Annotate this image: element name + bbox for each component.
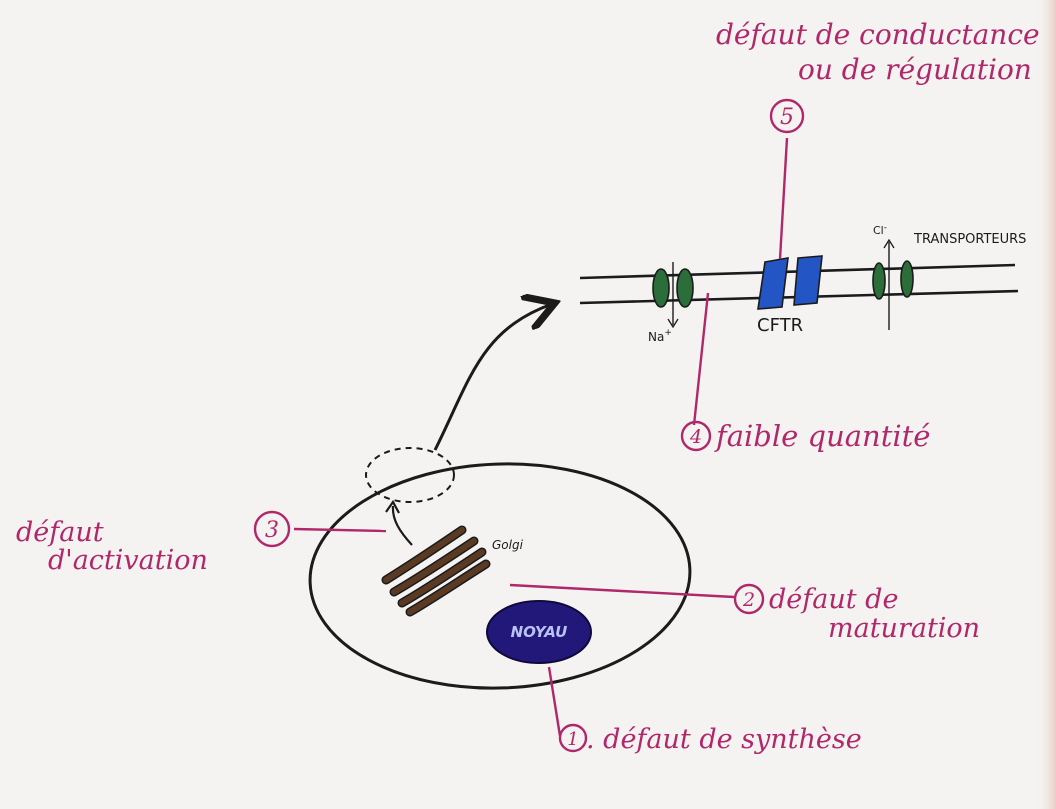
leader-2 <box>509 583 735 599</box>
step-2-number: 2 <box>742 589 755 611</box>
leader-1 <box>547 666 562 737</box>
step-4: 4 <box>680 420 712 452</box>
synthese-label: . défaut de synthèse <box>586 724 862 755</box>
leader-3 <box>293 527 387 533</box>
step-1-number: 1 <box>567 729 578 750</box>
nucleus <box>486 600 592 664</box>
step-5-number: 5 <box>780 105 794 130</box>
leader-lines <box>293 137 789 737</box>
step-2: 2 <box>733 583 765 615</box>
faible-quantite-label: faible quantité <box>714 419 930 453</box>
sodium-channel <box>652 262 694 329</box>
transport-arrow <box>433 304 552 451</box>
golgi-to-vesicle-arrowhead <box>385 499 400 514</box>
activation-label-line2: d'activation <box>48 545 208 576</box>
paper-edge <box>1036 0 1056 809</box>
cftr-channel <box>757 255 823 310</box>
golgi-apparatus <box>381 525 491 617</box>
sodium-label: Na+ <box>648 328 672 344</box>
step-3: 3 <box>253 510 291 548</box>
step-4-number: 4 <box>689 426 702 448</box>
transporteurs-label: TRANSPORTEURS <box>913 232 1026 247</box>
nucleus-label: NOYAU <box>511 623 568 641</box>
leader-5 <box>778 137 789 260</box>
chloride-channel <box>872 238 914 330</box>
cftr-label: CFTR <box>757 315 803 336</box>
maturation-label-line1: défaut de <box>769 584 898 615</box>
activation-label-line1: défaut <box>16 517 104 548</box>
step-3-number: 3 <box>265 518 279 543</box>
conductance-label-line2: ou de régulation <box>798 53 1032 86</box>
conductance-label-line1: défaut de conductance <box>716 18 1040 51</box>
golgi-to-vesicle-arrow <box>391 505 413 546</box>
vesicle <box>365 447 455 503</box>
cell-outline <box>308 462 692 690</box>
maturation-label-line2: maturation <box>828 613 980 644</box>
leader-4 <box>692 292 710 426</box>
chloride-label: Cl- <box>873 223 887 237</box>
step-5: 5 <box>769 98 805 134</box>
step-1: 1 <box>558 723 588 753</box>
golgi-label: Golgi <box>492 538 524 552</box>
